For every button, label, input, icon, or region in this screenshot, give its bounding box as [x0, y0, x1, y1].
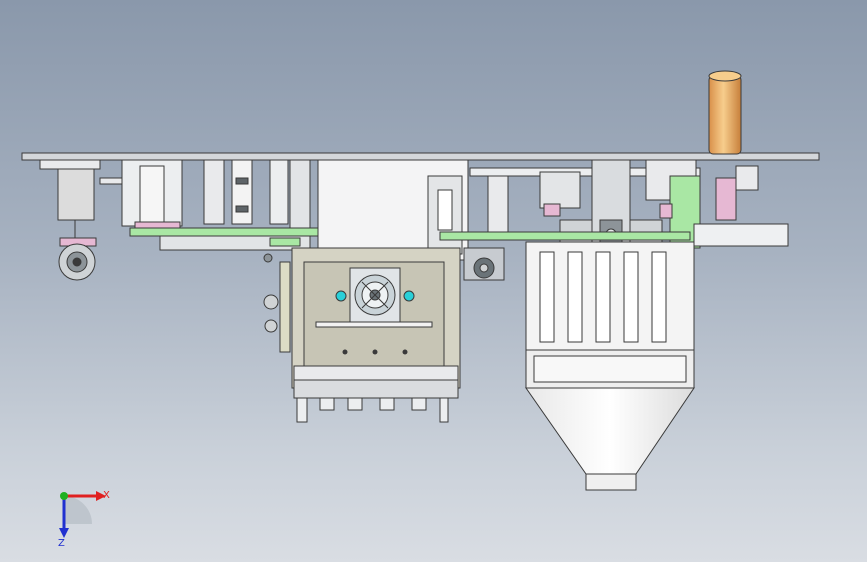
- top-mounting-plate: [21, 152, 820, 161]
- gold-cylinder: [708, 70, 742, 155]
- coordinate-triad-icon: [59, 491, 106, 538]
- cooling-fan-icon: [335, 267, 415, 323]
- z-axis-label: Z: [58, 538, 65, 549]
- x-axis-label: X: [103, 490, 110, 501]
- left-green-rail: [129, 227, 321, 237]
- left-motor-body: [57, 167, 95, 221]
- hopper: [525, 241, 695, 491]
